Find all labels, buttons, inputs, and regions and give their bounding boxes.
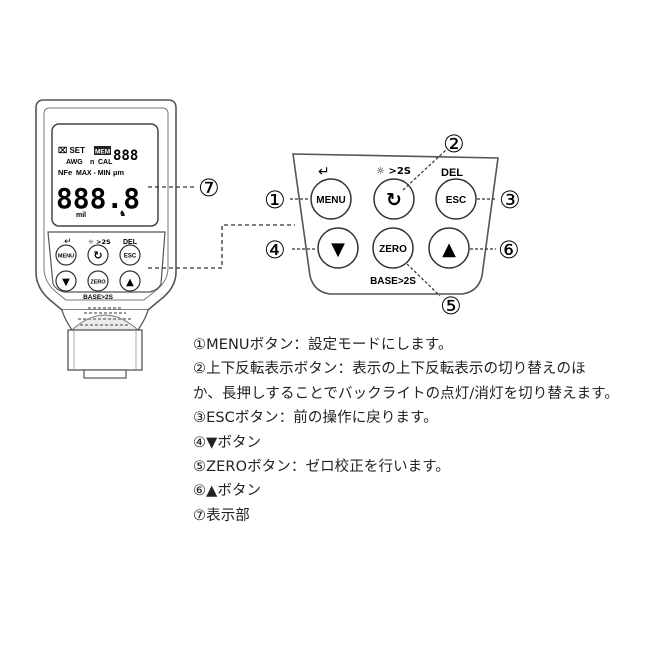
desc-display: ⑦表示部 [193,507,250,524]
lcd-mem-badge-bg [94,146,111,155]
device-base-label: BASE>2S [83,294,113,301]
desc-up: ⑥▲ボタン [193,483,262,500]
keypad-light-label: ☼ >2S [376,166,411,177]
menu-button-label: MENU [316,195,345,206]
desc-down: ④▼ボタン [193,434,262,451]
device-zero-button-label: ZERO [90,280,106,286]
leader-line-keypad [148,224,295,269]
keypad-base-label: BASE>2S [370,276,416,287]
lcd-mil-label: mil [76,212,86,219]
up-button[interactable]: ▲ [428,227,470,269]
down-button[interactable]: ▼ [317,227,359,269]
keypad-enlarged: ↵ ☼ >2S DEL MENU ↻ ESC ▼ ZERO ▲ BASE>2S [292,153,499,295]
up-icon: ▲ [442,239,456,260]
device-del-label: DEL [123,239,138,246]
lcd-nfe-label: NFe [58,168,72,177]
device-light-label: ☼ >2S [88,238,111,246]
callout-6: ⑥ [498,236,520,264]
device-up-button[interactable]: ▲ [119,270,141,292]
lcd-mem-badge: MEM [95,149,110,156]
gauge-device: ⌧ SET MEM 888 AWG n CAL NFe MAX - MIN µm… [35,99,177,379]
lcd-awg-label: AWG [66,159,83,166]
lcd-top-icons: ⌧ SET [58,146,85,155]
probe-head [61,307,149,379]
device-down-icon: ▼ [62,277,70,288]
device-down-button[interactable]: ▼ [55,270,77,292]
device-zero-button[interactable]: ZERO [87,270,109,292]
lcd-cal-label: CAL [98,159,113,166]
lcd-n-label: n [90,159,94,166]
device-up-icon: ▲ [126,277,134,288]
desc-menu: ①MENUボタン：設定モードにします。 [193,337,453,353]
device-menu-button[interactable]: MENU [55,244,77,266]
esc-button[interactable]: ESC [435,178,477,220]
menu-button[interactable]: MENU [310,178,352,220]
lcd-maxmin-label: MAX - MIN [76,170,111,177]
leader-line-5 [406,263,441,297]
callout-7: ⑦ [198,174,220,202]
lcd-bulb-icon: ♞ [119,209,126,218]
zero-button[interactable]: ZERO [372,227,414,269]
desc-esc: ③ESCボタン：前の操作に戻ります。 [193,410,438,427]
desc-backlight-2: か、長押しすることでバックライトの点灯/消灯を切り替えます。 [193,385,619,402]
keypad-enter-label: ↵ [318,164,330,180]
rotate-icon: ↻ [386,189,402,211]
callout-2: ② [443,130,465,158]
esc-button-label: ESC [446,195,467,206]
button-descriptions: ①MENUボタン：設定モードにします。 ②上下反転表示ボタン：表示の上下反転表示… [193,333,643,528]
lcd-display [51,123,159,227]
lcd-main-digits: 888.8 [56,182,140,215]
device-backlight-button[interactable]: ↻ [87,244,109,266]
zero-button-label: ZERO [379,244,407,255]
device-rotate-icon: ↻ [93,249,102,262]
down-icon: ▼ [331,239,345,260]
device-enter-label: ↵ [64,237,72,247]
callout-1: ① [264,186,286,214]
desc-backlight-1: ②上下反転表示ボタン：表示の上下反転表示の切り替えのほ [193,361,586,378]
callout-4: ④ [264,236,286,264]
lcd-mini-digits: 888 [113,148,138,164]
device-esc-button[interactable]: ESC [119,244,141,266]
keypad-del-label: DEL [441,167,463,179]
device-menu-button-label: MENU [58,254,74,260]
lcd-um-label: µm [113,168,124,177]
desc-zero: ⑤ZEROボタン：ゼロ校正を行います。 [193,459,451,476]
callout-3: ③ [499,186,521,214]
callout-5: ⑤ [440,292,462,320]
device-esc-button-label: ESC [124,254,137,260]
